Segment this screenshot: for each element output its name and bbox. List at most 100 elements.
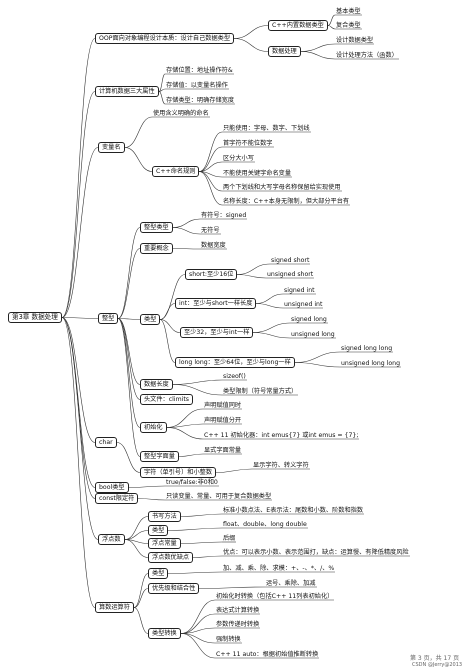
node-atypedesc[interactable]: 加、减、乘、除、求模：+、-、*、/、% xyxy=(223,565,335,572)
credit-text: CSDN @Jerry@2013 xyxy=(412,662,463,668)
node-oop[interactable]: OOP面向对象编程设计本质：设计自己数据类型 xyxy=(95,33,235,44)
node-ulong[interactable]: unsigned long xyxy=(291,331,335,338)
node-datawidth[interactable]: 数据宽度 xyxy=(201,242,226,249)
connector-c4 xyxy=(180,633,216,644)
node-uint[interactable]: unsigned int xyxy=(284,301,323,308)
node-typelimit[interactable]: 类型限制（符号常量方式） xyxy=(223,388,298,395)
node-datalen[interactable]: 数据长度 xyxy=(140,379,173,390)
connector-compound xyxy=(327,25,336,30)
node-fprosdesc[interactable]: 优点：可以表示小数、表示范围打，缺点：运算慢、有降低精度风险 xyxy=(223,549,409,556)
node-r2[interactable]: 首字符不能位数字 xyxy=(223,140,273,147)
node-compound[interactable]: 复合类型 xyxy=(336,22,361,29)
node-signedness[interactable]: 整型类型 xyxy=(140,222,173,233)
root-node[interactable]: 第3章 数据处理 xyxy=(8,312,62,323)
node-storetype[interactable]: 存储类型：明确存储宽度 xyxy=(166,97,235,104)
node-int[interactable]: int：至少与short一样长度 xyxy=(175,298,257,309)
node-dataproc[interactable]: 数据处理 xyxy=(268,46,301,57)
node-signed[interactable]: 有符号：signed xyxy=(201,212,247,219)
connector-fwritedesc xyxy=(180,513,223,517)
connector-i1 xyxy=(166,408,204,428)
connector-r2 xyxy=(198,146,223,172)
node-prec[interactable]: 优先级和结合性 xyxy=(148,583,200,594)
node-sizeof[interactable]: sizeof() xyxy=(223,373,246,380)
node-sint[interactable]: signed int xyxy=(284,287,315,294)
node-i1[interactable]: 声明赋值同时 xyxy=(204,402,242,409)
node-precdesc[interactable]: 运号、乘除、加减 xyxy=(266,580,316,587)
connector-charlit xyxy=(116,442,141,473)
node-fwrite[interactable]: 书写方法 xyxy=(148,511,181,522)
node-r4[interactable]: 不能使用关键字命名变量 xyxy=(223,170,292,177)
node-fpros[interactable]: 浮点数优缺点 xyxy=(148,552,194,563)
node-longlong[interactable]: long long：至少64位，至少与long一样 xyxy=(175,357,295,368)
node-char[interactable]: char xyxy=(95,437,117,448)
node-constdesc[interactable]: 只读变量、常量、可用于复合数据类型 xyxy=(166,493,272,500)
node-storeval[interactable]: 存储值：以变量名操作 xyxy=(166,82,228,89)
node-headers[interactable]: 头文件：climits xyxy=(140,394,193,405)
node-r5[interactable]: 两个下划线和大写字母名称保留给实现使用 xyxy=(223,184,341,191)
node-varname[interactable]: 变量名 xyxy=(98,142,125,153)
node-unsigned[interactable]: 无符号 xyxy=(201,227,220,234)
node-fconst[interactable]: 浮点常量 xyxy=(148,538,181,549)
connector-ulong xyxy=(252,332,291,339)
page-footer: 第 3 页，共 17 页 xyxy=(410,655,460,662)
node-charlit[interactable]: 字符（单引号）和小整数 xyxy=(140,467,217,478)
connector-intconst xyxy=(117,318,141,457)
connector-r6 xyxy=(198,171,223,206)
node-short[interactable]: short:至少16位 xyxy=(185,269,238,280)
node-basic[interactable]: 基本类型 xyxy=(336,8,361,15)
node-c5[interactable]: C++ 11 auto：根据初始值推断转换 xyxy=(216,651,319,658)
node-bool[interactable]: bool类型 xyxy=(95,482,129,493)
connector-long xyxy=(159,319,181,333)
node-types[interactable]: 类型 xyxy=(140,314,161,325)
node-init[interactable]: 初始化 xyxy=(140,422,167,433)
node-sshort[interactable]: signed short xyxy=(271,257,310,264)
connector-i2 xyxy=(166,423,204,428)
connector-conv xyxy=(133,607,149,634)
node-c2[interactable]: 表达式计算转换 xyxy=(216,607,260,614)
node-arith[interactable]: 算数运算符 xyxy=(95,602,134,613)
node-escape[interactable]: 显示字符、转义字符 xyxy=(253,462,309,469)
node-meaningful[interactable]: 使用含义明确的命名 xyxy=(153,110,209,117)
node-ftypedesc[interactable]: float、double、long double xyxy=(223,521,307,528)
node-sll[interactable]: signed long long xyxy=(341,345,393,352)
node-c3[interactable]: 参数传递时转换 xyxy=(216,621,260,628)
connector-float xyxy=(61,317,99,540)
node-keyconcept[interactable]: 重要概念 xyxy=(140,243,173,254)
node-conv[interactable]: 类型转换 xyxy=(148,628,181,639)
node-r1[interactable]: 只能使用：字母、数字、下划线 xyxy=(223,125,310,132)
node-i2[interactable]: 声明赋值分开 xyxy=(204,417,242,424)
connector-r1 xyxy=(198,131,223,172)
connector-cppbuiltin xyxy=(233,25,269,39)
node-slong[interactable]: signed long xyxy=(291,316,327,323)
node-intconst[interactable]: 整型字面量 xyxy=(140,451,179,462)
node-fwritedesc[interactable]: 标准小数点法、E表示法：尾数和小数、阶数和指数 xyxy=(223,507,364,514)
node-const[interactable]: const限定符 xyxy=(95,493,139,504)
connector-threeattr xyxy=(61,91,96,318)
node-designtype[interactable]: 设计数据类型 xyxy=(336,37,374,44)
node-cppbuiltin[interactable]: C++内置数据类型 xyxy=(268,20,328,31)
node-atype[interactable]: 类型 xyxy=(148,568,169,579)
node-i3[interactable]: C++ 11 初始化器：int emus{7} 或int emus = {7}; xyxy=(204,432,359,439)
node-ushort[interactable]: unsigned short xyxy=(267,271,314,278)
connector-signed xyxy=(172,218,201,228)
node-ull[interactable]: unsigned long long xyxy=(341,360,401,367)
node-float[interactable]: 浮点数 xyxy=(98,534,125,545)
node-cppnaming[interactable]: C++命名规则 xyxy=(152,166,200,177)
node-c1[interactable]: 初始化时转换（包括C++ 11列表初始化） xyxy=(216,593,334,600)
connector-unsigned xyxy=(172,227,201,235)
node-c4[interactable]: 强制转换 xyxy=(216,636,241,643)
node-ftype[interactable]: 类型 xyxy=(148,525,169,536)
node-designmethod[interactable]: 设计处理方法（函数） xyxy=(336,52,398,59)
node-threeattr[interactable]: 计算机数据三大属性 xyxy=(95,86,159,97)
node-r6[interactable]: 名称长度：C++本身无限制，但大部分平台有 xyxy=(223,198,350,205)
connector-ftype xyxy=(124,530,149,540)
node-litconst[interactable]: 显式字面常量 xyxy=(204,447,242,454)
connector-sshort xyxy=(236,263,271,275)
node-fconstdesc[interactable]: 后缀 xyxy=(223,535,236,542)
node-truefalse[interactable]: true/false:非0和0 xyxy=(166,479,218,486)
node-integer[interactable]: 整型 xyxy=(98,313,119,324)
node-long[interactable]: 至少32，至少与int一样 xyxy=(180,327,254,338)
node-r3[interactable]: 区分大小写 xyxy=(223,155,254,162)
node-storeloc[interactable]: 存储位置：地址操作符& xyxy=(166,67,233,74)
